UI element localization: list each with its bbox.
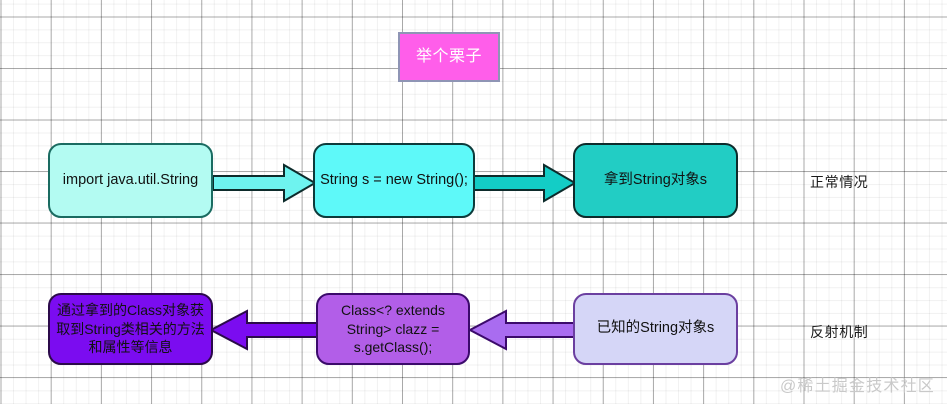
side-label-normal: 正常情况 xyxy=(810,174,869,190)
node-reflection-result: 通过拿到的Class对象获 取到String类相关的方法 和属性等信息 xyxy=(48,293,213,365)
title-box-example: 举个栗子 xyxy=(398,32,500,82)
arrow-import-to-new-icon xyxy=(212,163,317,203)
node-known-string-object: 已知的String对象s xyxy=(573,293,738,365)
arrow-known-to-getclass-icon xyxy=(468,309,578,351)
node-got-string-object: 拿到String对象s xyxy=(573,143,738,218)
node-new-string: String s = new String(); xyxy=(313,143,475,218)
node-import-string: import java.util.String xyxy=(48,143,213,218)
side-label-reflection: 反射机制 xyxy=(810,324,869,340)
watermark: @稀土掘金技术社区 xyxy=(779,378,935,395)
node-get-class: Class<? extends String> clazz = s.getCla… xyxy=(316,293,470,365)
arrow-getclass-to-result-icon xyxy=(209,309,319,351)
arrow-new-to-got-icon xyxy=(473,163,577,203)
